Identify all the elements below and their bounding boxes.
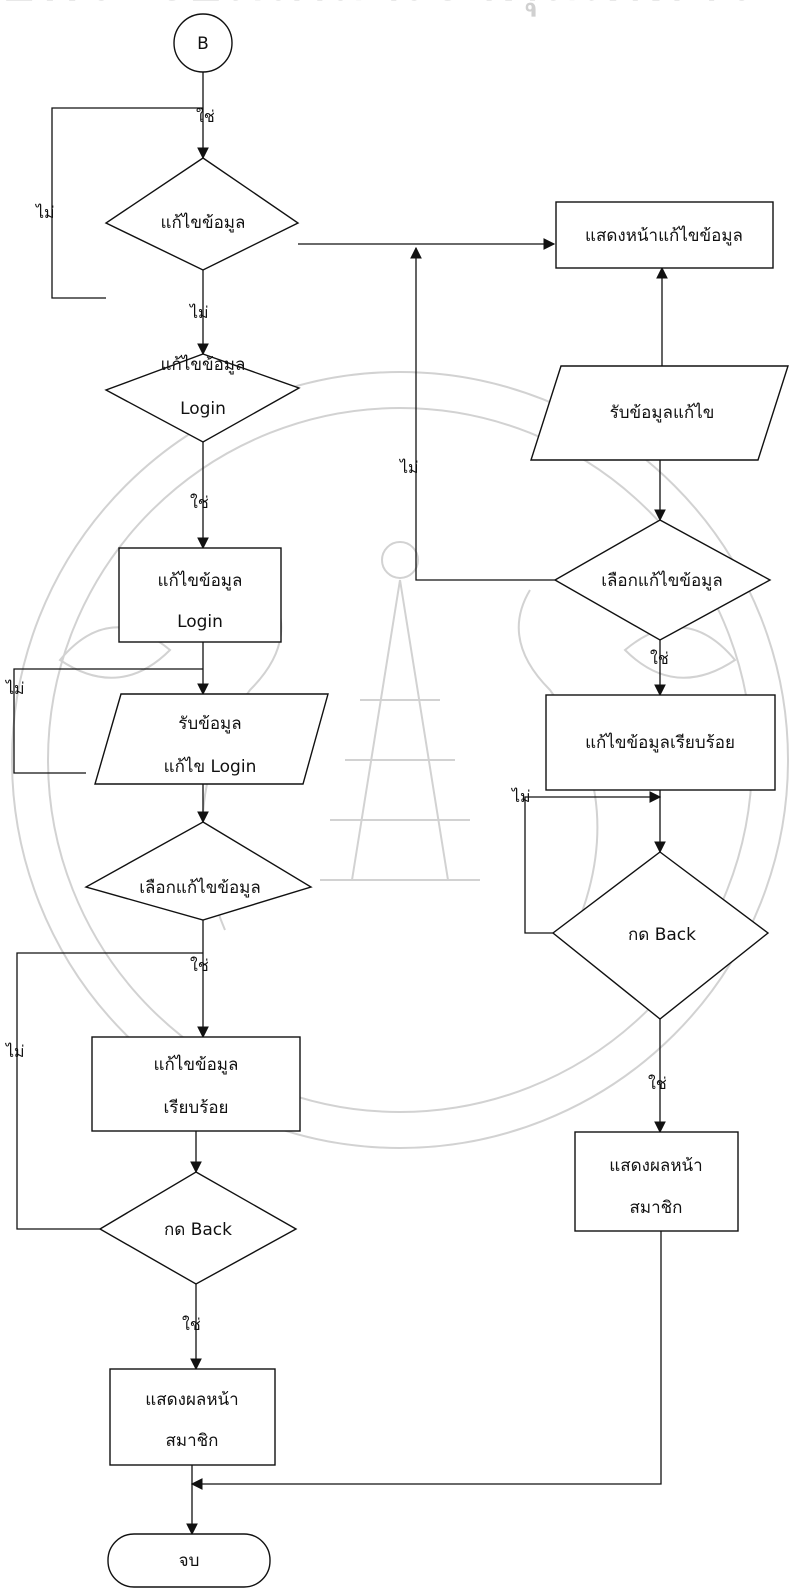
process-edit-done-left-label-2: เรียบร้อย xyxy=(164,1098,229,1118)
process-edit-login-label-1: แก้ไขข้อมูล xyxy=(158,570,243,591)
decision-choose-edit-left: เลือกแก้ไขข้อมูล xyxy=(84,821,313,921)
io-receive-login-data: รับข้อมูล แก้ไข Login xyxy=(94,693,329,785)
watermark-text: ยีพระจอมเกล้าเจ้าคุณทหาร xyxy=(0,0,755,17)
edge-label-yes-below-back-right: ใช่ xyxy=(648,1074,667,1093)
io-receive-edit-data: รับข้อมูลแก้ไข xyxy=(530,365,789,461)
edge-label-yes-below-choose-left: ใช่ xyxy=(190,956,209,975)
process-show-member-right-label-1: แสดงผลหน้า xyxy=(609,1156,702,1176)
decision-edit-data: แก้ไขข้อมูล xyxy=(104,157,300,271)
process-edit-done-right: แก้ไขข้อมูลเรียบร้อย xyxy=(545,694,776,791)
terminal-end-label: จบ xyxy=(179,1551,200,1571)
process-show-member-left-label-2: สมาชิก xyxy=(166,1431,219,1451)
process-show-member-right: แสดงผลหน้า สมาชิก xyxy=(574,1131,739,1232)
process-edit-done-left-label-1: แก้ไขข้อมูล xyxy=(154,1054,239,1075)
edges xyxy=(13,71,668,1536)
decision-choose-edit-left-label: เลือกแก้ไขข้อมูล xyxy=(139,877,261,898)
edge-label-yes-below-login: ใช่ xyxy=(190,493,209,512)
process-show-member-right-label-2: สมาชิก xyxy=(630,1198,683,1218)
edge-label-no-right-loop: ไม่ xyxy=(398,458,419,477)
process-show-edit-page: แสดงหน้าแก้ไขข้อมูล xyxy=(555,201,774,269)
connector-b: B xyxy=(173,13,233,73)
decision-back-left: กด Back xyxy=(98,1171,298,1285)
edge-label-yes-below-back-left: ใช่ xyxy=(182,1315,201,1334)
edge-label-no-below-edit: ไม่ xyxy=(188,303,209,322)
decision-edit-login-label-1: แก้ไขข้อมูล xyxy=(161,354,246,375)
edge-label-yes-below-choose-right: ใช่ xyxy=(650,649,669,668)
background-seal-watermark: ยีพระจอมเกล้าเจ้าคุณทหาร xyxy=(0,0,789,1149)
edge-label-no-loop-back-right: ไม่ xyxy=(510,787,531,806)
process-edit-done-left: แก้ไขข้อมูล เรียบร้อย xyxy=(91,1036,301,1132)
decision-edit-data-label: แก้ไขข้อมูล xyxy=(161,212,246,233)
process-edit-login: แก้ไขข้อมูล Login xyxy=(118,547,282,643)
edge-label-no-loop-back-left: ไม่ xyxy=(4,1042,25,1061)
edge-label-no-loop-recv-login: ไม่ xyxy=(4,679,25,698)
io-receive-edit-data-label: รับข้อมูลแก้ไข xyxy=(610,402,715,423)
decision-edit-login: แก้ไขข้อมูล Login xyxy=(104,353,301,443)
edge-label-yes-top: ใช่ xyxy=(196,107,215,126)
process-show-edit-page-label: แสดงหน้าแก้ไขข้อมูล xyxy=(585,225,743,246)
terminal-end: จบ xyxy=(107,1533,271,1588)
decision-back-left-label: กด Back xyxy=(164,1220,232,1240)
edge-label-no-loop-top: ไม่ xyxy=(34,203,55,222)
connector-b-label: B xyxy=(197,34,209,54)
process-show-member-left-label-1: แสดงผลหน้า xyxy=(145,1390,238,1410)
io-receive-login-label-2: แก้ไข Login xyxy=(164,756,257,777)
decision-back-right-label: กด Back xyxy=(628,925,696,945)
decision-choose-edit-right-label: เลือกแก้ไขข้อมูล xyxy=(601,570,723,591)
process-edit-done-right-label: แก้ไขข้อมูลเรียบร้อย xyxy=(585,732,735,753)
process-edit-login-label-2: Login xyxy=(177,612,223,632)
decision-edit-login-label-2: Login xyxy=(180,399,226,419)
io-receive-login-label-1: รับข้อมูล xyxy=(178,714,241,734)
process-show-member-left: แสดงผลหน้า สมาชิก xyxy=(109,1368,276,1466)
decision-choose-edit-right: เลือกแก้ไขข้อมูล xyxy=(553,519,772,641)
decision-back-right: กด Back xyxy=(551,851,770,1020)
edge-labels: ใช่ ไม่ ไม่ ใช่ ไม่ ใช่ ไม่ ใช่ ไม่ ใช่ … xyxy=(4,107,669,1334)
